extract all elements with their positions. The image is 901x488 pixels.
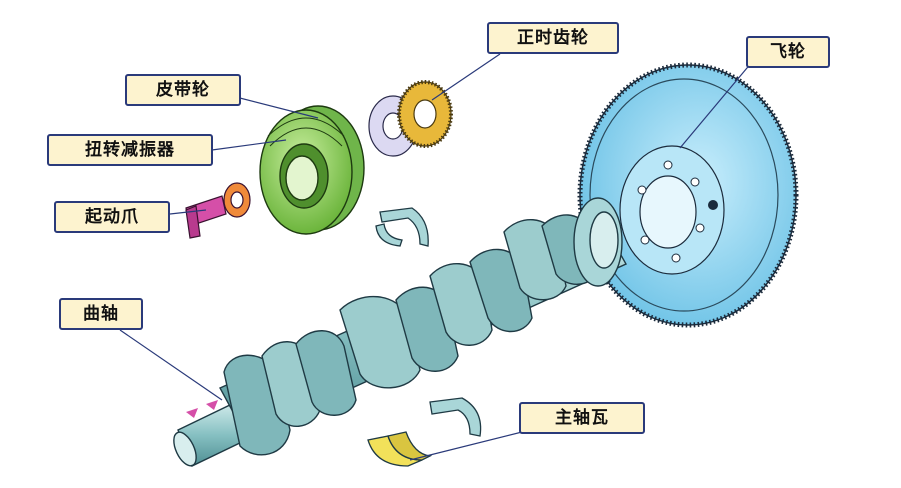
leader-pulley — [231, 95, 319, 119]
starter-claw-part — [185, 182, 251, 239]
leader-starter-claw — [169, 209, 207, 215]
leader-timing-gear — [431, 53, 501, 101]
label-timing-gear: 正时齿轮 — [487, 22, 619, 54]
leader-crankshaft — [119, 329, 223, 401]
pulley-damper-part — [259, 105, 365, 235]
label-crankshaft: 曲轴 — [59, 298, 143, 330]
timing-gear-part — [368, 80, 453, 157]
label-torsional-damper: 扭转减振器 — [47, 134, 213, 166]
leader-damper — [211, 139, 287, 151]
leader-flywheel — [679, 61, 753, 149]
label-main-bearing: 主轴瓦 — [519, 402, 645, 434]
label-starter-claw: 起动爪 — [54, 201, 170, 233]
crankshaft-part — [173, 197, 627, 467]
label-flywheel: 飞轮 — [746, 36, 830, 68]
leader-lines — [119, 53, 753, 461]
main-bearing-part — [367, 207, 482, 467]
leader-main-bearing — [409, 431, 523, 461]
label-pulley: 皮带轮 — [125, 74, 241, 106]
flywheel-part — [577, 62, 799, 328]
